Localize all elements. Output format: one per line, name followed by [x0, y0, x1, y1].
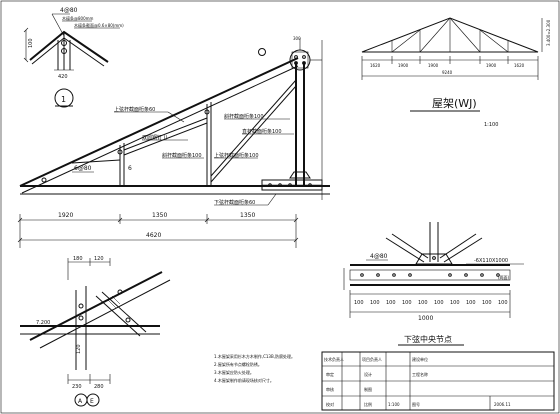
tb-r1c0: 审定 — [326, 371, 334, 377]
ov-dim-3: 1900 — [428, 63, 439, 68]
label-top-chord: 上弦杆截面桁条60 — [114, 106, 155, 113]
apex-note2: 木檩条截面@0.6×80(mm) — [74, 22, 124, 28]
node-plate: -6X110X1000 — [474, 258, 508, 264]
note-4: 4.木屋架制作前请现场核对尺寸。 — [214, 377, 274, 383]
node-dim-10: 100 — [498, 300, 508, 306]
ov-dim-2: 1900 — [398, 63, 409, 68]
tb-r2c0: 审核 — [326, 386, 334, 392]
node-plate-note: (两面) — [498, 275, 510, 280]
label-steel: 双圆钢钉 () — [142, 134, 168, 141]
overview-height: 3.400=2.300 — [546, 19, 551, 46]
axis-bubble-e — [86, 393, 100, 407]
apex-circle-label: 1 — [61, 95, 66, 104]
note-2: 2.屋架所有节点螺栓防锈。 — [214, 361, 262, 367]
apex-detail: 4@80 木檩条@800mm 木檩条截面@0.6×80(mm) 100 420 … — [23, 7, 124, 108]
apex-note1: 木檩条@800mm — [62, 15, 94, 21]
tb-date: 2006.11 — [494, 402, 511, 407]
apex-tag: 4@80 — [60, 7, 78, 14]
apex-dim-left: 100 — [28, 38, 34, 48]
label-bottom-chord: 下弦杆截面桁条60 — [214, 199, 255, 206]
apex-node-dim: 300 — [293, 36, 301, 41]
node-dim-6: 100 — [434, 300, 444, 306]
tb-drawing: 工程名称 — [412, 371, 428, 377]
truss-dim-3: 1350 — [240, 212, 255, 219]
ov-dim-4: 1900 — [486, 63, 497, 68]
ov-dim-1: 1620 — [370, 63, 381, 68]
label-web2: 直杆截面桁条100 — [242, 128, 282, 135]
tb-project: 建设单位 — [412, 356, 428, 362]
apex-dim-bottom: 420 — [58, 74, 68, 80]
overview-truss: 3.400=2.300 1620 1900 1900 1900 1620 924… — [361, 17, 551, 128]
heel-elev: 7.200 — [36, 320, 50, 326]
node-dim-2: 100 — [370, 300, 380, 306]
heel-dim-bot1: 230 — [72, 384, 82, 390]
title-block: 技术负责人 项目负责人 审定 设计 审核 制图 校对 比例 1:100 建设单位… — [321, 351, 555, 411]
node-dim-7: 100 — [450, 300, 460, 306]
node-dim-4: 100 — [402, 300, 412, 306]
label-web4: 上弦杆截面桁条100 — [214, 152, 259, 159]
tb-r3c2: 比例 — [364, 401, 372, 407]
general-notes: 1.木屋架采用杉木方木制作,C13B,防腐处理。 2.屋架所有节点螺栓防锈。 3… — [214, 353, 295, 383]
label-web1: 斜杆截面桁条100 — [224, 113, 264, 120]
node-dim-8: 100 — [466, 300, 476, 306]
note-1: 1.木屋架采用杉木方木制作,C13B,防腐处理。 — [214, 353, 295, 359]
ov-total: 9240 — [442, 70, 453, 75]
heel-dim-top2: 120 — [94, 256, 104, 262]
axis-label-e: E — [90, 398, 94, 405]
node-dim-9: 100 — [482, 300, 492, 306]
tb-r3c0: 校对 — [326, 401, 334, 407]
truss-dim-1: 1920 — [58, 212, 73, 219]
tb-r0c0: 技术负责人 — [324, 356, 344, 362]
apex-circle — [54, 88, 74, 108]
node-tag: 4@80 — [370, 253, 388, 260]
main-truss: 300 上弦杆截面桁条60 斜杆截面桁条100 直杆截面桁条100 双圆钢钉 (… — [17, 36, 330, 248]
node-dim-3: 100 — [386, 300, 396, 306]
tb-r3c3: 1:100 — [388, 402, 400, 407]
node-dim-5: 100 — [418, 300, 428, 306]
axis-label-a: A — [78, 398, 83, 405]
tb-r0c2: 项目负责人 — [362, 356, 382, 362]
overview-title: 屋架(WJ) — [432, 97, 477, 110]
note-3: 3.木屋架应防火处理。 — [214, 369, 254, 375]
tb-r1c2: 设计 — [364, 371, 372, 377]
overview-scale: 1:100 — [484, 122, 498, 128]
tb-r2c2: 制图 — [364, 386, 372, 392]
label-heel-tag: 6@80 — [74, 165, 92, 172]
heel-dim-bot2: 280 — [94, 384, 104, 390]
label-web3: 斜杆截面桁条100 — [162, 152, 202, 159]
node-total: 1000 — [418, 315, 433, 322]
heel-vert: 120 — [76, 344, 82, 354]
truss-dim-2: 1350 — [152, 212, 167, 219]
node-dim-1: 100 — [354, 300, 364, 306]
node-title: 下弦中央节点 — [404, 334, 452, 344]
bottom-node-detail: 4@80 -6X110X1000 (两面) 100 100 100 100 10… — [343, 222, 524, 346]
heel-detail: 180 120 7.200 120 230 280 A E — [20, 256, 171, 407]
heel-dim-top1: 180 — [73, 256, 83, 262]
tb-number: 图号 — [412, 401, 420, 407]
ov-dim-5: 1620 — [514, 63, 525, 68]
label-heel-tag2: 6 — [128, 165, 132, 172]
truss-total: 4620 — [146, 232, 161, 239]
